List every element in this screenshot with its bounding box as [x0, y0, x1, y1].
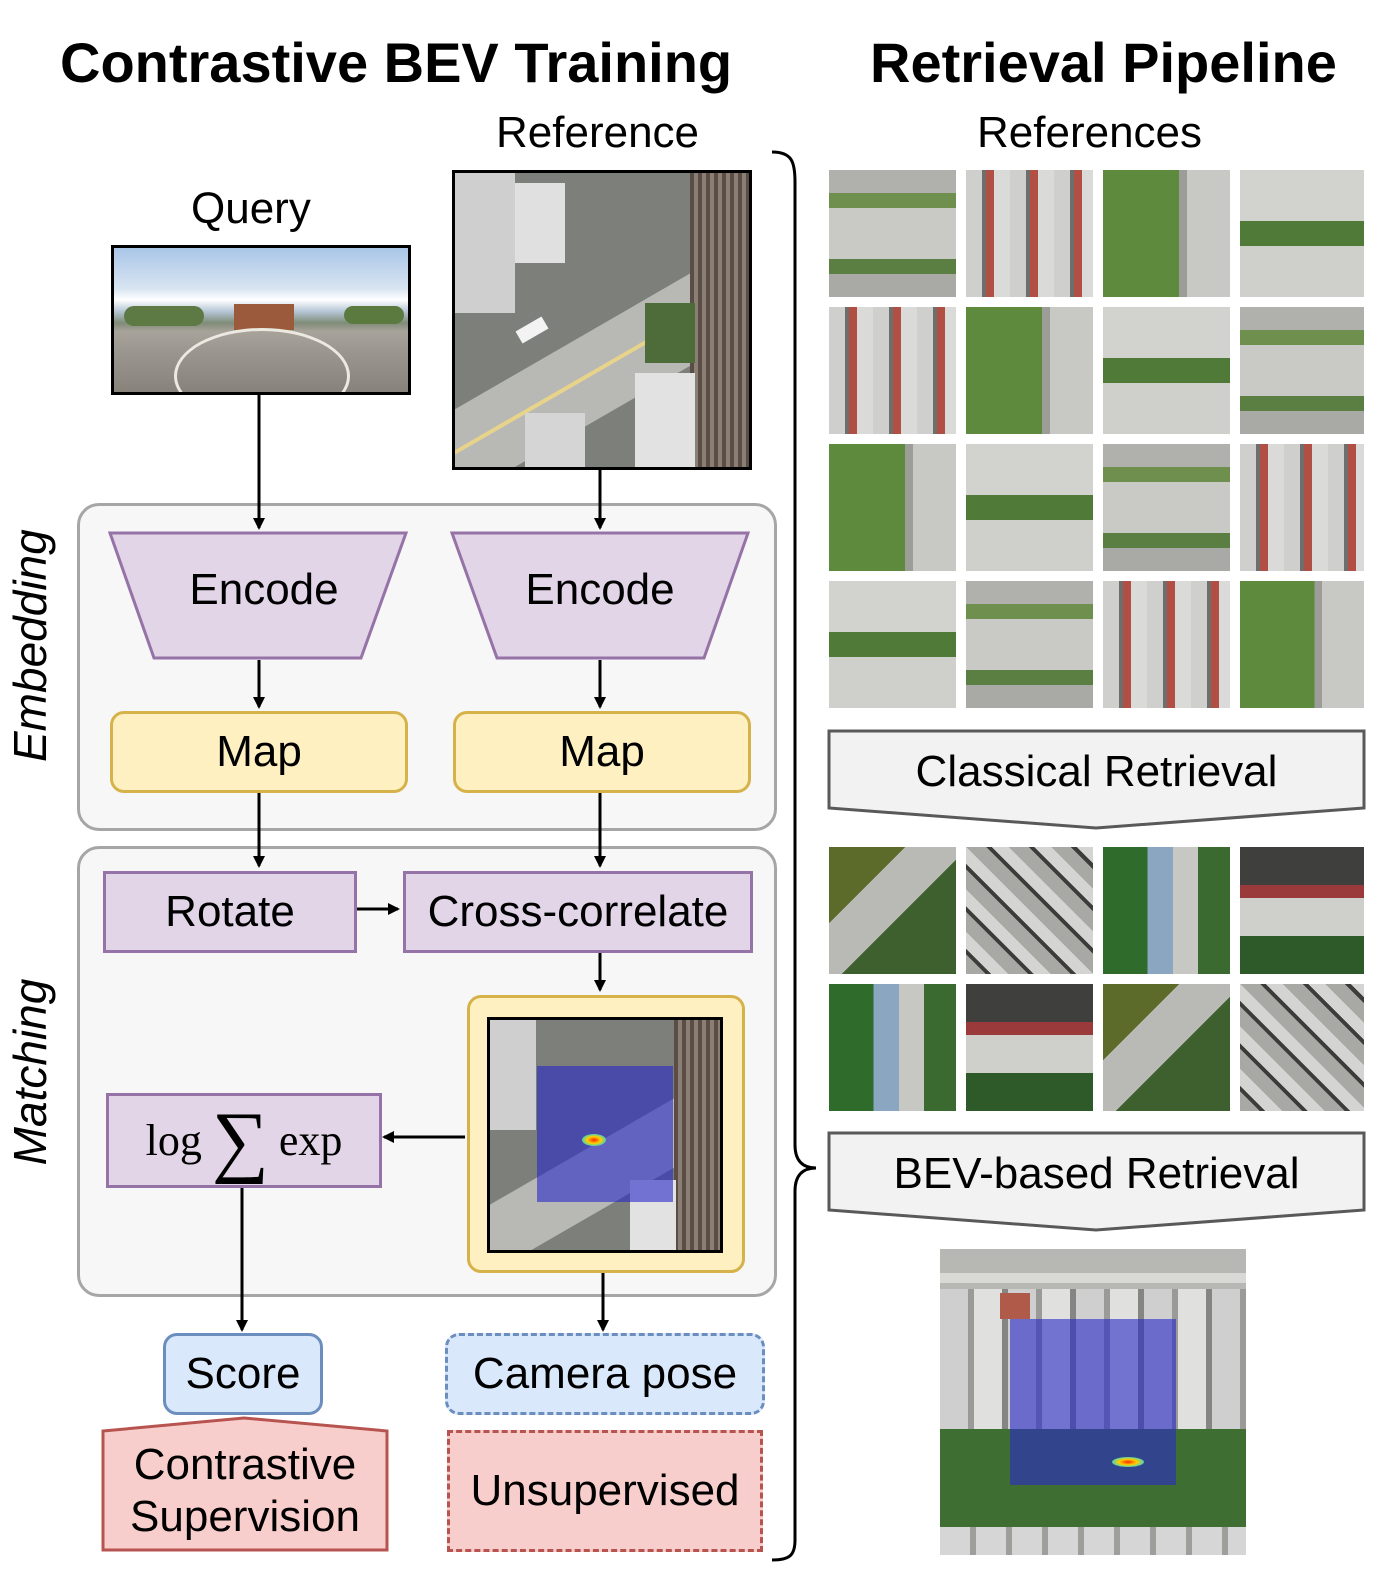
logsumexp-sum: ∑ [211, 1096, 269, 1185]
query-panorama-image [111, 245, 411, 395]
reference-tile [1240, 444, 1364, 571]
reference-tile [966, 444, 1093, 571]
reference-tile [1103, 581, 1230, 708]
bev-retrieval-banner [827, 1131, 1366, 1232]
bev-result-overlay [1010, 1319, 1176, 1485]
panorama-buildings [234, 304, 294, 330]
reference-tile [1103, 307, 1230, 434]
camera-pose-node: Camera pose [445, 1333, 765, 1415]
panorama-trees-right [344, 306, 404, 324]
unsupervised-node: Unsupervised [447, 1430, 763, 1552]
retrieved-tile [1240, 847, 1364, 974]
encode-ref-node: Encode [525, 565, 675, 614]
reference-tile [1240, 581, 1364, 708]
correlation-heatmap-image [487, 1017, 723, 1253]
reference-tile [1240, 170, 1364, 297]
classical-retrieval-banner [827, 729, 1366, 830]
reference-tile [829, 170, 956, 297]
retrieved-tile [829, 847, 956, 974]
reference-tile [966, 307, 1093, 434]
logsumexp-exp: exp [278, 1116, 343, 1165]
reference-tile [829, 307, 956, 434]
retrieved-tile [966, 984, 1093, 1111]
logsumexp-node: log ∑ exp [106, 1093, 382, 1188]
reference-tile [829, 581, 956, 708]
heatmap-peak [582, 1134, 606, 1146]
bev-retrieval-label: BEV-based Retrieval [893, 1149, 1300, 1198]
contrastive-supervision-node: Contrastive Supervision [103, 1432, 387, 1550]
classical-retrieval-label: Classical Retrieval [915, 747, 1278, 796]
retrieved-tile [1103, 847, 1230, 974]
left-title: Contrastive BEV Training [60, 31, 733, 94]
encode-ref-shape [449, 531, 751, 660]
map-query-node: Map [110, 711, 408, 793]
bev-result-peak [1112, 1457, 1144, 1467]
logsumexp-log: log [145, 1116, 202, 1165]
panorama-trees [124, 306, 204, 326]
bracket-brace [771, 150, 817, 1562]
reference-satellite-image [452, 170, 752, 470]
retrieved-tile [966, 847, 1093, 974]
reference-tile [1240, 307, 1364, 434]
contrastive-line-2: Supervision [130, 1492, 360, 1541]
retrieved-tile [1103, 984, 1230, 1111]
rotate-node: Rotate [103, 871, 357, 953]
reference-tile [1103, 444, 1230, 571]
reference-tile [966, 581, 1093, 708]
contrastive-line-1: Contrastive [133, 1440, 357, 1489]
score-node: Score [163, 1333, 323, 1415]
cross-correlate-node: Cross-correlate [403, 871, 753, 953]
flow-arrows [236, 392, 609, 1332]
references-label: References [977, 108, 1203, 157]
map-ref-node: Map [453, 711, 751, 793]
reference-tile [829, 444, 956, 571]
query-label: Query [191, 184, 311, 233]
heatmap-overlay [537, 1066, 673, 1202]
retrieved-tile [829, 984, 956, 1111]
retrieved-tile [1240, 984, 1364, 1111]
reference-label: Reference [496, 108, 700, 157]
reference-tile [1103, 170, 1230, 297]
bev-result-image [940, 1249, 1246, 1555]
encode-query-shape [107, 531, 409, 660]
encode-query-node: Encode [189, 565, 339, 614]
contrastive-supervision-shape [101, 1416, 389, 1552]
right-title: Retrieval Pipeline [870, 31, 1337, 94]
reference-tile [966, 170, 1093, 297]
